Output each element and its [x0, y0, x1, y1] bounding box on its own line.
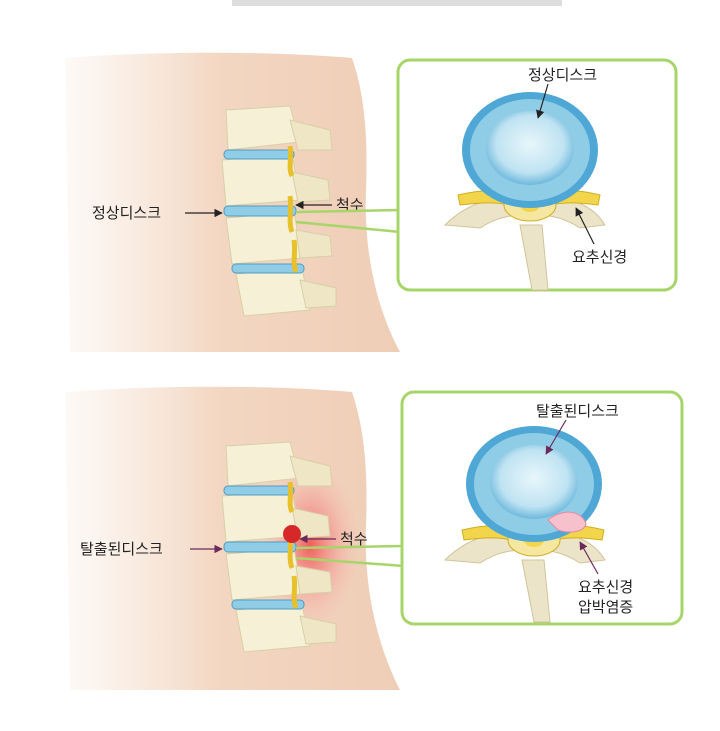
inset-disc-arrow — [545, 419, 567, 455]
callout-connector — [295, 208, 401, 234]
disc-1 — [223, 485, 295, 496]
side-disc-label: 탈출된디스크 — [80, 540, 163, 558]
inset-disc-normal — [443, 92, 606, 291]
inset-nerve-label: 요추신경 — [578, 578, 633, 596]
nerve-root-2 — [287, 195, 295, 233]
side-disc-label: 정상디스크 — [92, 204, 161, 222]
herniation-bulge — [283, 525, 301, 543]
nerve-root-1 — [287, 481, 295, 514]
disc-3 — [231, 599, 305, 610]
lumbar-spine — [221, 105, 337, 317]
disc-1 — [223, 149, 295, 160]
nerve-root-1 — [287, 145, 295, 178]
herniation-protrusion — [547, 511, 587, 533]
callout-connector — [295, 544, 405, 568]
inset-nerve-arrow — [579, 541, 599, 575]
inset-disc-herniated — [443, 426, 606, 623]
lumbar-spine — [221, 441, 337, 653]
inset-disc-arrow — [536, 83, 549, 119]
inset-disc-label: 정상디스크 — [528, 66, 597, 84]
title-remnant — [232, 0, 562, 6]
disc-2 — [223, 541, 297, 553]
spinal-cord-label: 척수 — [336, 196, 364, 214]
spinal-cord-label: 척수 — [340, 530, 368, 548]
inset-nerve-label-line2: 압박염증 — [578, 598, 633, 616]
inset-nerve-label: 요추신경 — [572, 248, 627, 266]
nerve-root-3 — [291, 239, 299, 273]
nerve-root-3 — [291, 575, 299, 609]
disc-2 — [223, 205, 297, 217]
inset-nerve-arrow — [575, 207, 595, 245]
disc-3 — [231, 263, 305, 274]
panel-normal: 정상디스크 척수 정상디스크 요추신경 — [65, 52, 678, 352]
inset-disc-label: 탈출된디스크 — [536, 402, 619, 420]
panel-herniated: 탈출된디스크 척수 탈출된디스크 요추신경 압박염증 — [65, 386, 684, 690]
